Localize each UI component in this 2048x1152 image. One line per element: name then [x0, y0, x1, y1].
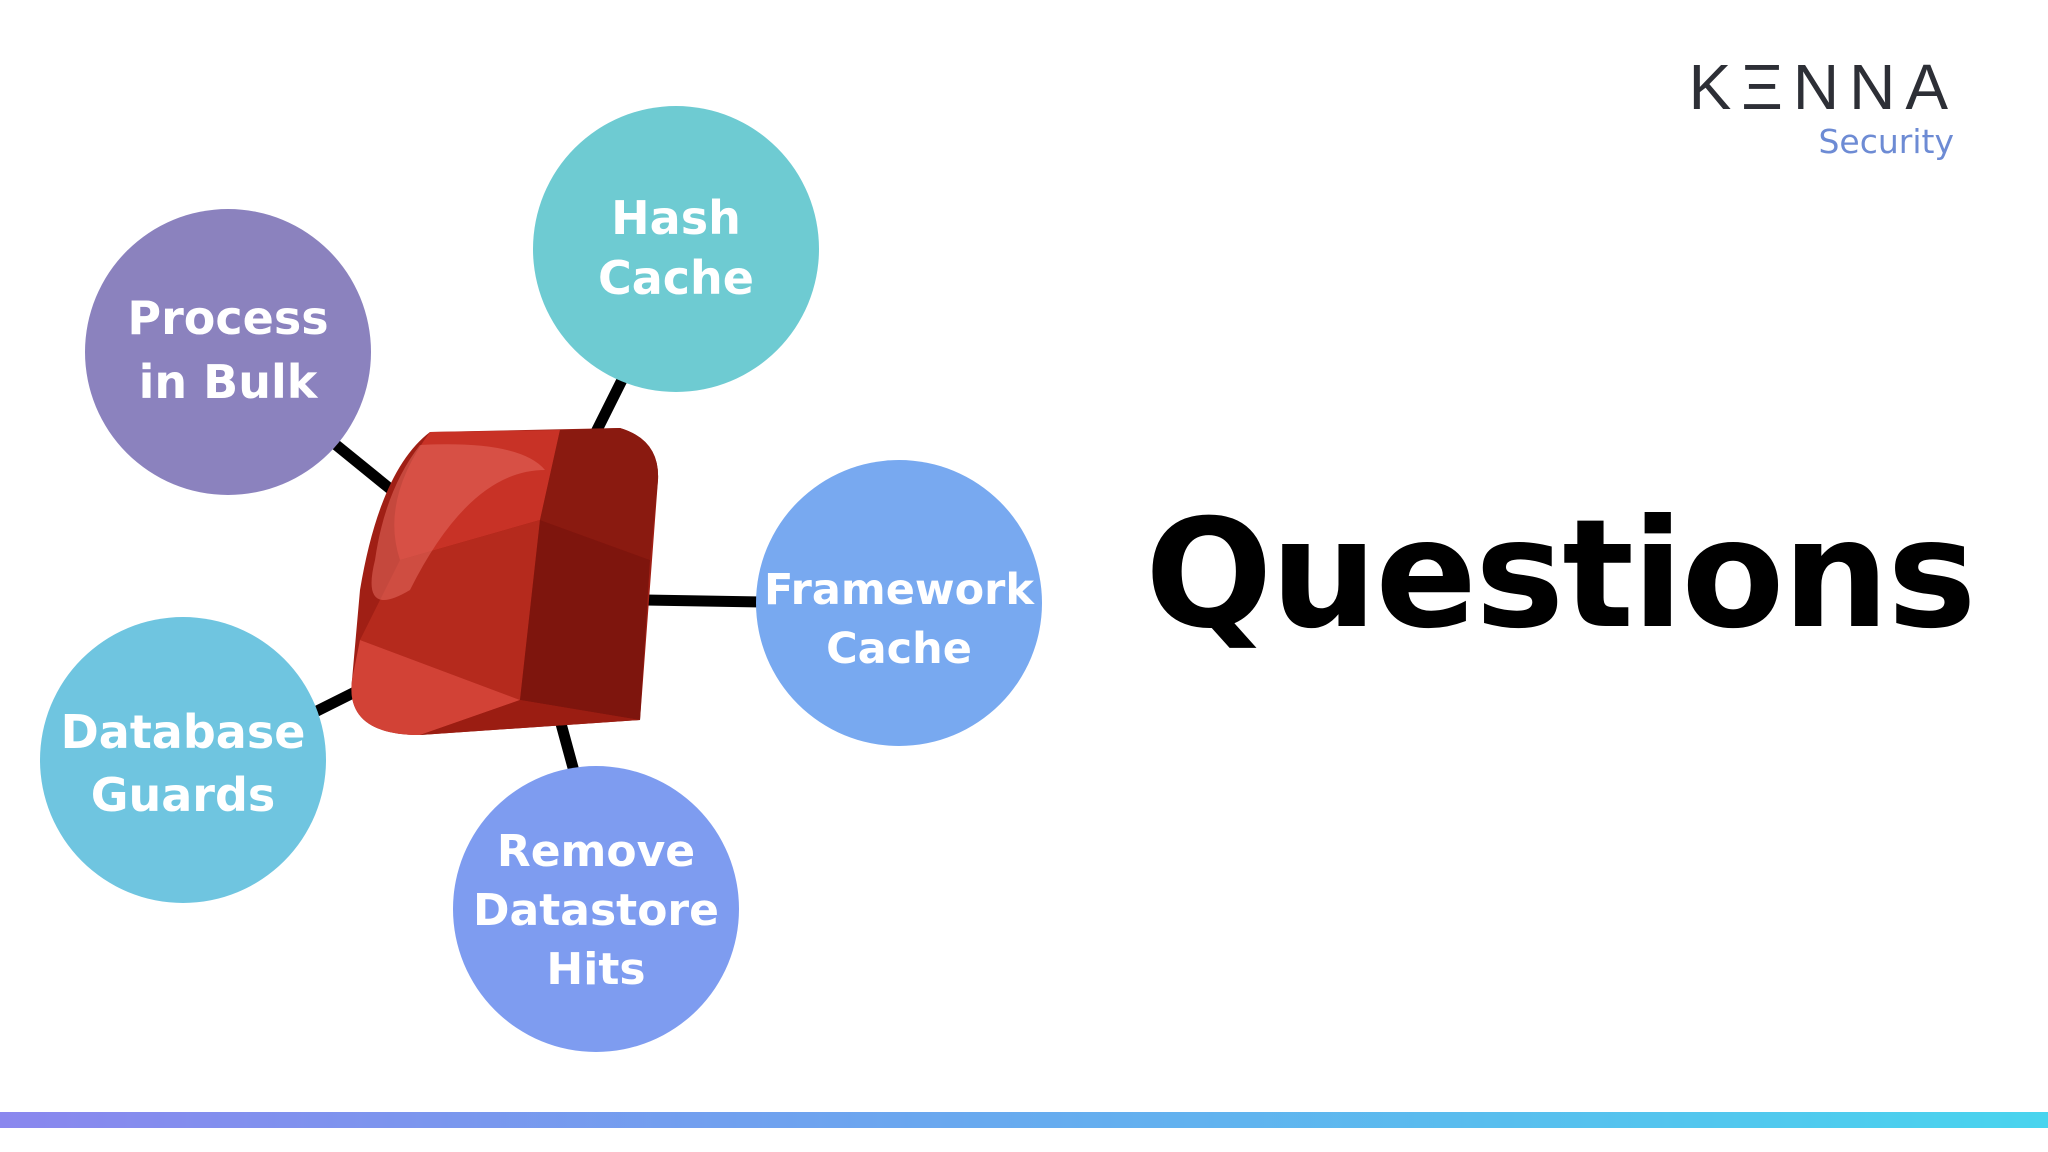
node-process-in-bulk: Process in Bulk — [85, 209, 371, 495]
connector-framework-cache — [644, 594, 763, 608]
connector-database-guards — [312, 687, 358, 717]
node-label-line: Remove — [497, 826, 695, 877]
node-framework-cache: Framework Cache — [756, 460, 1042, 746]
connector-remove-datastore-hits — [554, 718, 581, 777]
node-label-line: Datastore — [473, 885, 719, 936]
node-label-line: Process — [127, 291, 328, 345]
ruby-gem-icon — [351, 428, 659, 735]
kenna-logo: KΞNNA Security — [1689, 55, 1958, 158]
node-hash-cache: Hash Cache — [533, 106, 819, 392]
node-database-guards: Database Guards — [40, 617, 326, 903]
gradient-footer-bar — [0, 1112, 2048, 1128]
node-label-line: Database — [61, 705, 306, 759]
node-label-line: in Bulk — [139, 355, 319, 409]
logo-subtitle: Security — [1818, 122, 1954, 161]
node-remove-datastore-hits: Remove Datastore Hits — [453, 766, 739, 1052]
node-label-line: Hash — [611, 191, 741, 245]
spoke-diagram: Process in Bulk Hash Cache Framework Cac… — [40, 106, 1042, 1052]
node-label-line: Framework — [764, 565, 1035, 615]
node-label-line: Guards — [91, 768, 276, 822]
logo-wordmark: KΞNNA — [1688, 51, 1958, 123]
node-label-line: Cache — [826, 624, 972, 674]
node-label-line: Hits — [546, 944, 645, 995]
node-label-line: Cache — [598, 251, 754, 305]
slide-title: Questions — [1145, 488, 1977, 662]
